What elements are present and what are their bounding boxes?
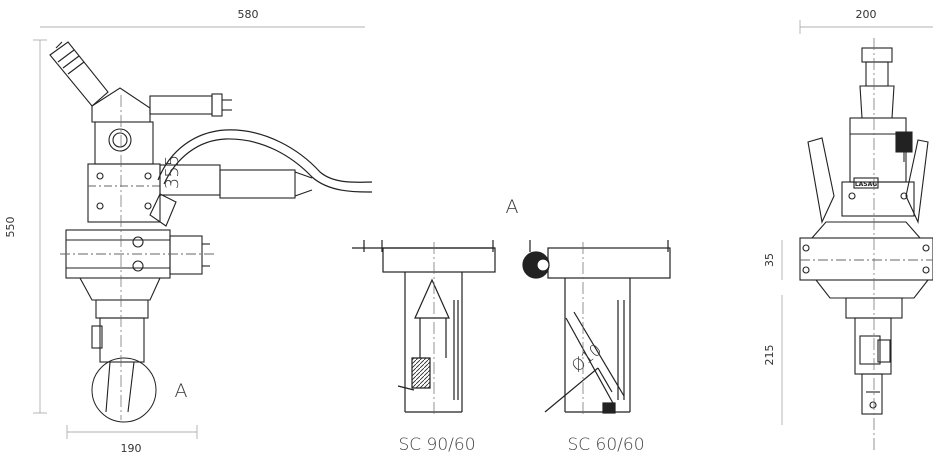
dim-355: 355: [162, 155, 183, 189]
front-view: [781, 20, 933, 452]
dim-580: 580: [238, 8, 259, 21]
eyepiece: [49, 41, 109, 107]
dim-215: 215: [763, 345, 776, 366]
dim-200: 200: [856, 8, 877, 21]
caption-sc-90-60: SC 90/60: [398, 435, 475, 455]
caption-sc-60-60: SC 60/60: [567, 435, 644, 455]
dim-550: 550: [4, 217, 17, 238]
side-view: [33, 26, 373, 439]
detail-marker-a: A: [175, 380, 188, 402]
dim-190: 190: [121, 442, 142, 455]
detail-title-a: A: [506, 196, 519, 218]
dim-35: 35: [763, 253, 776, 267]
brand-logo: LASAG: [855, 181, 877, 188]
detail-sc-90-60: [352, 240, 496, 415]
detail-sc-60-60: [522, 240, 671, 415]
